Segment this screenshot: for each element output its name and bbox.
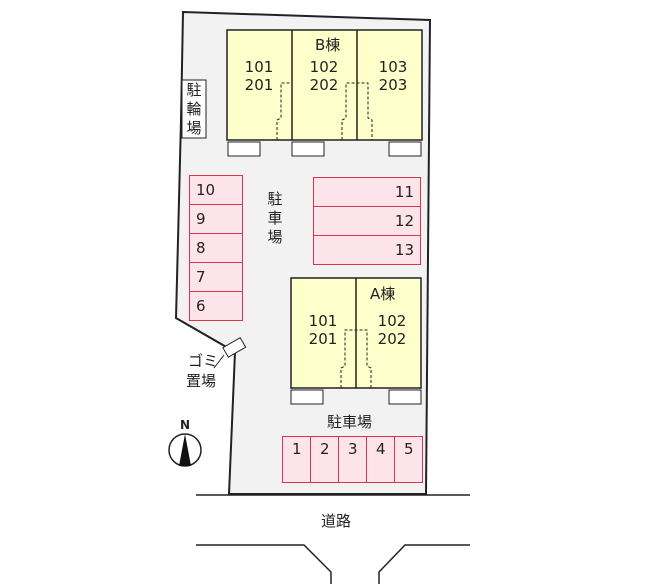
- stall-number: 13: [394, 241, 414, 259]
- unit-b-103: 103 203: [371, 58, 415, 94]
- road-edge-bottom-left: [196, 544, 332, 584]
- unit-b-102: 102 202: [302, 58, 346, 94]
- building-a-label: A棟: [370, 285, 396, 303]
- unit-number-upper: 101: [308, 312, 338, 330]
- bicycle-parking-label: 駐 輪 場: [185, 81, 203, 138]
- parking-stall-12: 12: [313, 206, 421, 236]
- stall-number: 6: [196, 297, 206, 315]
- road-edge-bottom-right: [378, 544, 470, 584]
- parking-bottom-label: 駐車場: [327, 413, 373, 431]
- label-char: 駐: [267, 190, 283, 208]
- label-char: 輪: [186, 100, 202, 118]
- stall-number: 2: [320, 440, 330, 458]
- road-label: 道路: [321, 512, 352, 530]
- stall-number: 11: [394, 183, 414, 201]
- label-char: 駐: [186, 81, 202, 99]
- garbage-label-line1: ゴミ: [188, 352, 219, 370]
- parking-stall-9: 9: [189, 204, 243, 234]
- stall-number: 4: [376, 440, 386, 458]
- parking-stall-2: 2: [310, 436, 339, 483]
- parking-stall-1: 1: [282, 436, 311, 483]
- parking-stall-6: 6: [189, 291, 243, 321]
- building-b: [226, 29, 423, 157]
- parking-stall-11: 11: [313, 177, 421, 207]
- unit-number-lower: 201: [308, 330, 338, 348]
- unit-number-upper: 102: [377, 312, 407, 330]
- stall-number: 9: [196, 210, 206, 228]
- label-char: 場: [186, 119, 202, 137]
- label-char: 場: [267, 228, 283, 246]
- unit-number-upper: 103: [378, 58, 408, 76]
- unit-number-lower: 201: [244, 76, 274, 94]
- label-char: 車: [267, 209, 283, 227]
- parking-stall-4: 4: [366, 436, 395, 483]
- unit-number-upper: 102: [309, 58, 339, 76]
- stall-number: 10: [196, 181, 216, 199]
- unit-a-101: 101 201: [301, 312, 345, 348]
- garbage-label-line2: 置場: [186, 372, 217, 390]
- stall-number: 8: [196, 239, 206, 257]
- parking-stall-3: 3: [338, 436, 367, 483]
- parking-stall-7: 7: [189, 262, 243, 292]
- stall-number: 12: [394, 212, 414, 230]
- stall-number: 5: [404, 440, 414, 458]
- unit-b-101: 101 201: [237, 58, 281, 94]
- unit-number-upper: 101: [244, 58, 274, 76]
- bicycle-parking-box: [181, 79, 207, 139]
- stall-number: 3: [348, 440, 358, 458]
- parking-stall-5: 5: [394, 436, 423, 483]
- unit-number-lower: 202: [309, 76, 339, 94]
- unit-a-102: 102 202: [370, 312, 414, 348]
- parking-stall-10: 10: [189, 175, 243, 205]
- building-b-label: B棟: [315, 36, 341, 54]
- stall-number: 1: [292, 440, 302, 458]
- parking-stall-13: 13: [313, 235, 421, 265]
- parking-center-label: 駐 車 場: [266, 190, 284, 247]
- garbage-box: [213, 336, 247, 369]
- building-a: [290, 277, 422, 405]
- compass-icon: [168, 433, 202, 467]
- stall-number: 7: [196, 268, 206, 286]
- parking-stall-8: 8: [189, 233, 243, 263]
- compass-north-label: N: [180, 418, 191, 432]
- unit-number-lower: 202: [377, 330, 407, 348]
- unit-number-lower: 203: [378, 76, 408, 94]
